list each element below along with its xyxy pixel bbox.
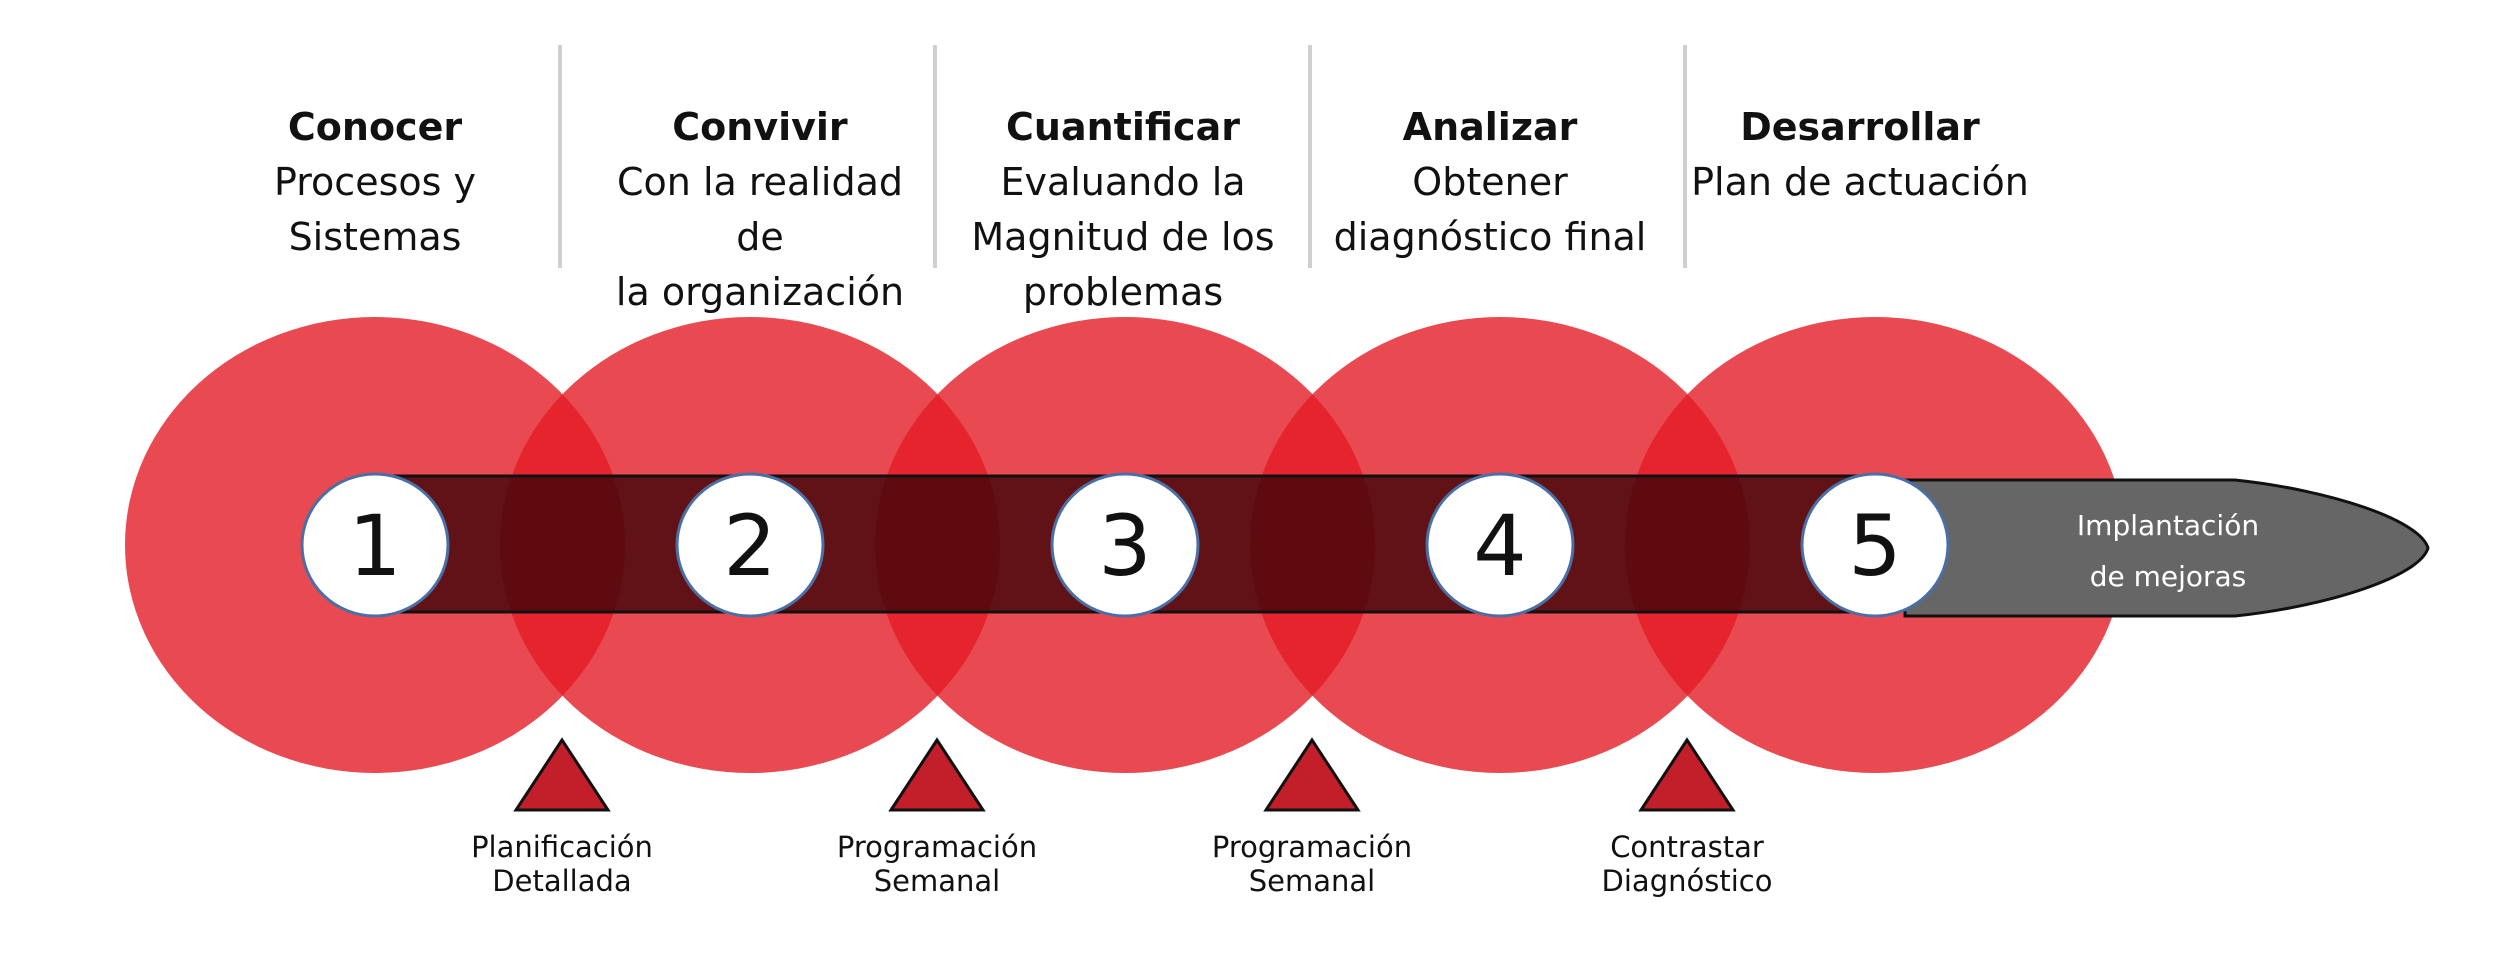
step-number: 2 (723, 497, 776, 595)
step-number: 3 (1098, 497, 1151, 595)
phase-header-1: Conocer Procesos y Sistemas (205, 100, 545, 265)
milestone-label: Programación Semanal (836, 830, 1038, 898)
milestone-triangle (1638, 737, 1736, 812)
step-1: 1 (300, 472, 450, 618)
milestone-label: Programación Semanal (1211, 830, 1413, 898)
phase-description: Evaluando la Magnitud de los problemas (971, 160, 1275, 314)
arrow-label-line1: Implantación (2077, 509, 2259, 542)
phase-description: Plan de actuación (1691, 160, 2029, 204)
step-number: 1 (348, 497, 401, 595)
step-number-circle (1800, 472, 1950, 618)
step-number: 4 (1473, 497, 1526, 595)
step-2: 2 (675, 472, 825, 618)
milestone-label: Planificación Detallada (471, 830, 653, 898)
phase-title: Cuantificar (1006, 105, 1240, 149)
phase-header-4: Analizar Obtener diagnóstico final (1320, 100, 1660, 265)
step-number-circle (1425, 472, 1575, 618)
phase-title: Convivir (672, 105, 848, 149)
phase-header-3: Cuantificar Evaluando la Magnitud de los… (953, 100, 1293, 320)
step-4: 4 (1425, 472, 1575, 618)
arrow-label-line2: de mejoras (2090, 560, 2247, 593)
milestone-triangle (888, 737, 986, 812)
milestone-triangle (1263, 737, 1361, 812)
phase-description: Obtener diagnóstico final (1333, 160, 1647, 259)
phase-title: Analizar (1402, 105, 1578, 149)
phase-title: Conocer (287, 105, 463, 149)
step-3: 3 (1050, 472, 1200, 618)
phase-header-2: Convivir Con la realidad de la organizac… (590, 100, 930, 320)
phase-header-5: Desarrollar Plan de actuación (1690, 100, 2030, 210)
step-number-circle (300, 472, 450, 618)
step-number-circle (1050, 472, 1200, 618)
step-5: 5 (1800, 472, 1950, 618)
step-number-circle (675, 472, 825, 618)
phase-title: Desarrollar (1740, 105, 1980, 149)
phase-description: Procesos y Sistemas (274, 160, 476, 259)
step-number: 5 (1848, 497, 1901, 595)
phase-description: Con la realidad de la organización (615, 160, 905, 314)
milestone-triangle (513, 737, 611, 812)
milestone-label: Contrastar Diagnóstico (1601, 830, 1773, 898)
improvement-arrow (1903, 478, 2430, 618)
